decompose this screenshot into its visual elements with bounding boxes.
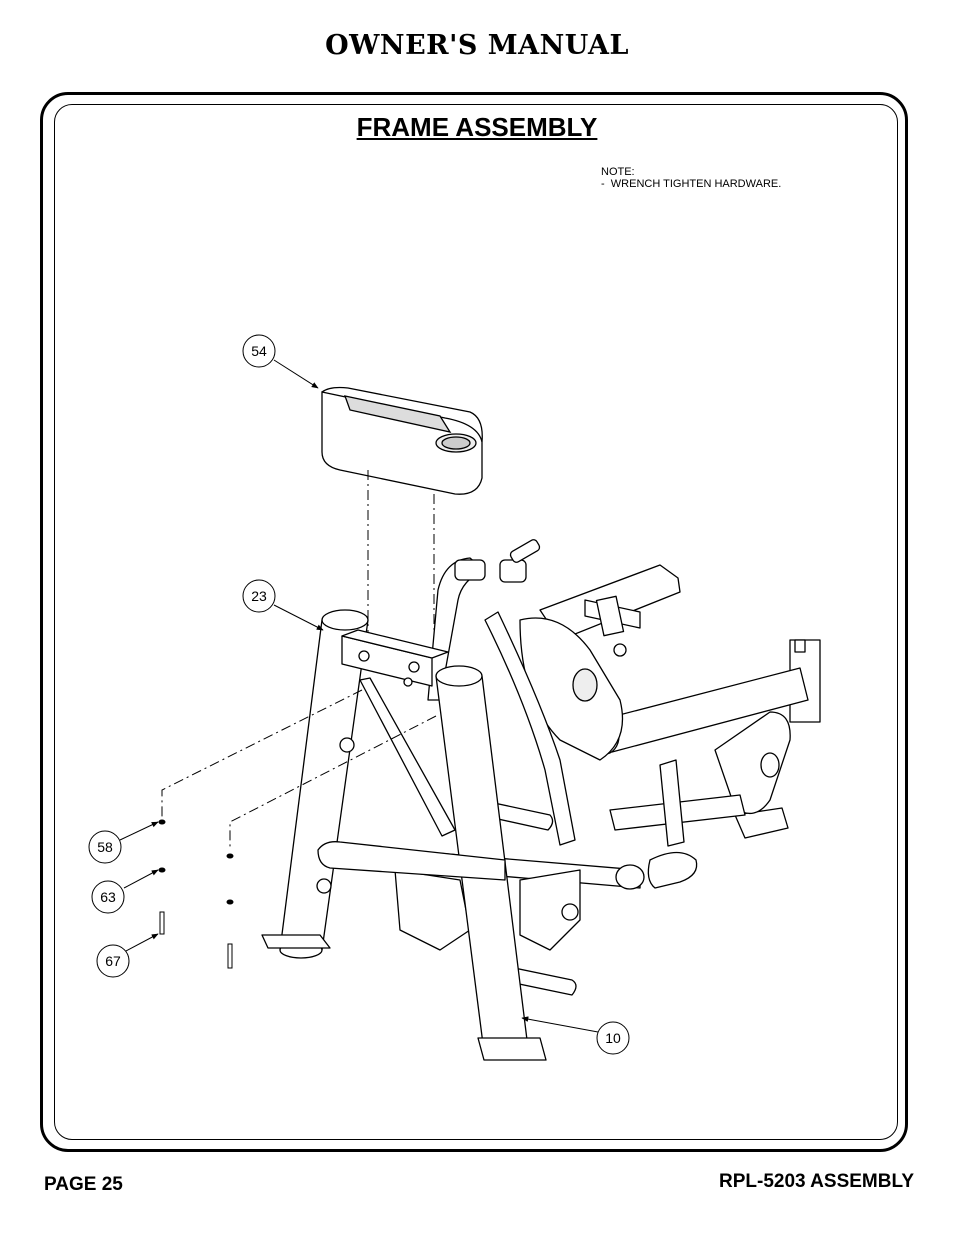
callout-23-label: 23 (251, 588, 267, 604)
callout-67-bubble (96, 944, 130, 978)
callout-67-label: 67 (105, 953, 121, 969)
section-title: FRAME ASSEMBLY (356, 112, 598, 142)
hardware-stack-right (226, 853, 234, 969)
hardware-stack-left (158, 819, 166, 935)
part-23-upright (261, 609, 547, 1061)
page-frame-outer (40, 92, 908, 1152)
assembly-note: NOTE: - WRENCH TIGHTEN HARDWARE. (601, 166, 782, 190)
callout-58-label: 58 (97, 839, 113, 855)
document-name: RPL-5203 ASSEMBLY (719, 1171, 914, 1192)
callout-58-bubble (88, 830, 122, 864)
manual-title: OWNER'S MANUAL (325, 30, 629, 61)
callout-63-bubble (91, 880, 125, 914)
page-frame-inner (54, 104, 898, 1140)
page-number: PAGE 25 (44, 1174, 123, 1195)
callout-54-label: 54 (251, 343, 267, 359)
callout-23-bubble (242, 579, 276, 613)
callout-10-label: 10 (605, 1030, 621, 1046)
part-frame-body (319, 539, 821, 996)
part-54-console (321, 386, 483, 495)
callout-54-bubble (242, 334, 276, 368)
callout-10-bubble (596, 1021, 630, 1055)
callout-63-label: 63 (100, 889, 116, 905)
